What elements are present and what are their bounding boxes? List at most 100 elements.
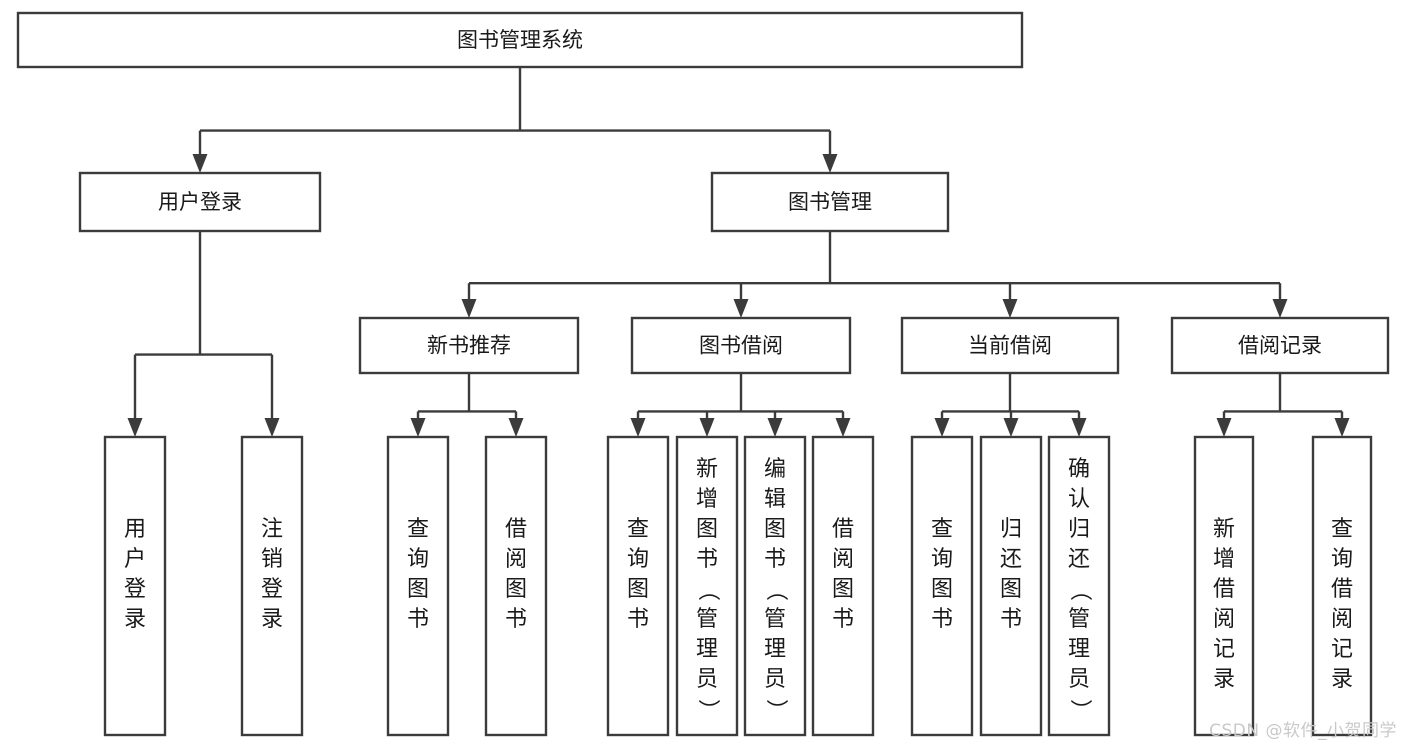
node-label-char: （ xyxy=(1067,579,1092,601)
node-label-char: 借 xyxy=(832,517,854,542)
node-label-char: 图 xyxy=(931,577,953,602)
node-图书管理系统[interactable]: 图书管理系统 xyxy=(16,11,1024,69)
node-label-char: 查 xyxy=(931,517,953,542)
node-label: 当前借阅 xyxy=(968,334,1052,358)
node-label-char: ） xyxy=(763,699,788,721)
node-label-char: 管 xyxy=(764,607,786,632)
node-label-char: 阅 xyxy=(1213,607,1235,632)
node-label-char: 图 xyxy=(764,517,786,542)
node-label-char: 书 xyxy=(1000,607,1022,632)
node-box xyxy=(630,316,852,375)
node-label-char: 编 xyxy=(764,457,786,482)
node-box xyxy=(979,435,1043,737)
node-label-char: 理 xyxy=(696,637,718,662)
arrow-head-icon xyxy=(699,418,715,437)
node-label-char: 理 xyxy=(1068,637,1090,662)
node-box xyxy=(743,435,807,737)
node-label-char: （ xyxy=(695,579,720,601)
node-label-char: 图 xyxy=(407,577,429,602)
node-label-char: 图 xyxy=(627,577,649,602)
node-当前借阅[interactable]: 当前借阅 xyxy=(900,316,1120,375)
node-label-char: 归 xyxy=(1000,517,1022,542)
arrow-head-icon xyxy=(630,418,646,437)
node-label-char: 书 xyxy=(627,607,649,632)
node-box xyxy=(910,435,974,737)
node-label-char: 录 xyxy=(1331,667,1353,692)
node-label-char: 新 xyxy=(696,457,718,482)
node-label-char: 记 xyxy=(1331,637,1353,662)
node-box xyxy=(103,435,167,737)
node-label: 用户登录 xyxy=(158,190,242,214)
arrow-head-icon xyxy=(835,418,851,437)
node-label-char: 归 xyxy=(1068,517,1090,542)
arrow-head-icon xyxy=(934,418,950,437)
node-box xyxy=(606,435,670,737)
node-新书推荐[interactable]: 新书推荐 xyxy=(358,316,580,375)
arrow-head-icon xyxy=(1216,418,1232,437)
node-label: 图书管理系统 xyxy=(457,28,583,52)
node-label-char: ） xyxy=(695,699,720,721)
node-label-char: 书 xyxy=(931,607,953,632)
node-label-char: 借 xyxy=(1213,577,1235,602)
node-box xyxy=(1170,316,1390,375)
node-label-char: 询 xyxy=(1331,547,1353,572)
node-box xyxy=(1311,435,1373,737)
node-label-char: 用 xyxy=(124,517,146,542)
arrow-head-icon xyxy=(264,418,280,437)
arrow-head-icon xyxy=(127,418,143,437)
node-box xyxy=(811,435,875,737)
node-label-char: 注 xyxy=(261,517,283,542)
arrow-head-icon xyxy=(192,154,208,173)
arrow-head-icon xyxy=(508,418,524,437)
node-label-char: 图 xyxy=(1000,577,1022,602)
node-label-char: 询 xyxy=(627,547,649,572)
node-label-char: 员 xyxy=(696,667,718,692)
node-label-char: 还 xyxy=(1000,547,1022,572)
node-label-char: 增 xyxy=(696,487,718,512)
node-label-char: 销 xyxy=(261,547,283,572)
node-label-char: 员 xyxy=(764,667,786,692)
node-box xyxy=(1047,435,1111,737)
node-label-char: 录 xyxy=(261,607,283,632)
node-图书借阅[interactable]: 图书借阅 xyxy=(630,316,852,375)
node-用户登录[interactable]: 用户登录 xyxy=(78,171,322,233)
node-图书管理[interactable]: 图书管理 xyxy=(710,171,950,233)
arrow-head-icon xyxy=(461,299,477,318)
node-label-char: 图 xyxy=(505,577,527,602)
node-box xyxy=(358,316,580,375)
node-借阅记录[interactable]: 借阅记录 xyxy=(1170,316,1390,375)
arrow-head-icon xyxy=(1334,418,1350,437)
node-label-char: 图 xyxy=(696,517,718,542)
arrow-head-icon xyxy=(1272,299,1288,318)
node-label-char: 询 xyxy=(931,547,953,572)
node-label-char: 阅 xyxy=(1331,607,1353,632)
arrow-head-icon xyxy=(822,154,838,173)
node-label-char: 确 xyxy=(1068,457,1090,482)
node-label-char: 图 xyxy=(832,577,854,602)
node-label-char: 查 xyxy=(407,517,429,542)
node-label-char: 管 xyxy=(696,607,718,632)
node-label-char: 阅 xyxy=(832,547,854,572)
node-label-char: 书 xyxy=(407,607,429,632)
node-box xyxy=(900,316,1120,375)
node-box xyxy=(386,435,450,737)
node-用户登录[interactable]: 用户登录 xyxy=(103,435,167,737)
node-label-char: 员 xyxy=(1068,667,1090,692)
node-label-char: 理 xyxy=(764,637,786,662)
arrow-head-icon xyxy=(1071,418,1087,437)
node-label-char: 还 xyxy=(1068,547,1090,572)
